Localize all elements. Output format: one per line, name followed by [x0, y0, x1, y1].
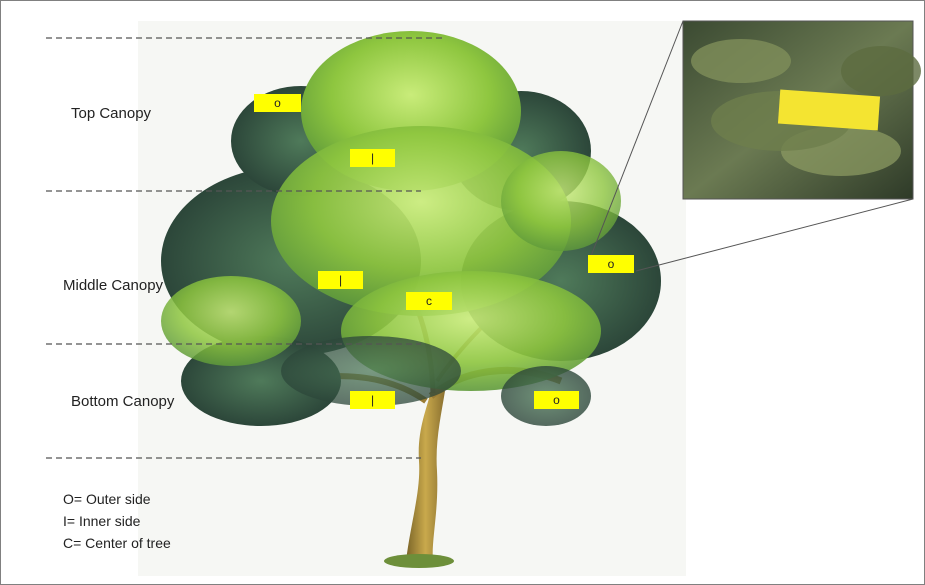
layer-label-top: Top Canopy: [71, 105, 151, 122]
legend-outer: O= Outer side: [63, 491, 151, 507]
inset-leaf: [691, 39, 791, 83]
layer-label-middle: Middle Canopy: [63, 277, 163, 294]
legend-inner: I= Inner side: [63, 513, 140, 529]
marker-top-inner: |: [350, 149, 395, 167]
grass-tuft: [384, 554, 454, 568]
foliage-light: [161, 276, 301, 366]
inset-leaf: [841, 46, 921, 96]
marker-top-outer: o: [254, 94, 301, 112]
marker-bottom-outer: o: [534, 391, 579, 409]
foliage-light: [501, 151, 621, 251]
marker-middle-outer: o: [588, 255, 634, 273]
layer-label-bottom: Bottom Canopy: [71, 393, 174, 410]
marker-middle-center: c: [406, 292, 452, 310]
marker-bottom-inner: |: [350, 391, 395, 409]
legend-center: C= Center of tree: [63, 535, 171, 551]
marker-middle-inner: |: [318, 271, 363, 289]
inset-sticky-trap: [778, 90, 880, 131]
